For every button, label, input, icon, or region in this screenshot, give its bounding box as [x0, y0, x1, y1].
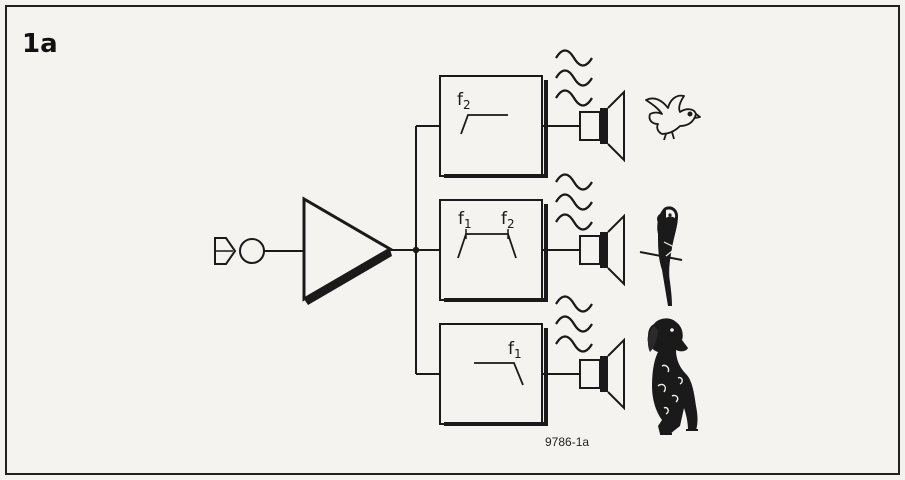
filter-high: f2	[439, 75, 548, 178]
sound-wave-icon	[554, 173, 594, 231]
parrot-icon	[639, 206, 683, 306]
input-connector-icon	[239, 238, 265, 264]
highpass-response	[460, 114, 508, 135]
filter-band-label-f1: f1	[458, 209, 472, 231]
bird-icon	[645, 94, 701, 141]
figure-border	[5, 5, 900, 475]
amplifier-icon	[302, 196, 393, 305]
filter-low-label-f1: f1	[508, 339, 522, 361]
sound-wave-icon	[554, 49, 594, 107]
figure-code: 9786-1a	[545, 435, 589, 449]
dog-icon	[647, 318, 698, 435]
speaker-icon	[579, 89, 625, 163]
speaker-icon	[579, 337, 625, 411]
bandpass-response	[457, 233, 517, 259]
filter-high-label-f2: f2	[457, 90, 471, 112]
sound-wave-icon	[554, 295, 594, 353]
filter-band: f1 f2	[439, 199, 548, 302]
figure-label: 1a	[22, 29, 58, 59]
input-arrow-icon	[214, 237, 237, 265]
filter-band-label-f2: f2	[501, 209, 515, 231]
filter-low: f1	[439, 323, 548, 426]
lowpass-response	[474, 362, 524, 386]
speaker-icon	[579, 213, 625, 287]
